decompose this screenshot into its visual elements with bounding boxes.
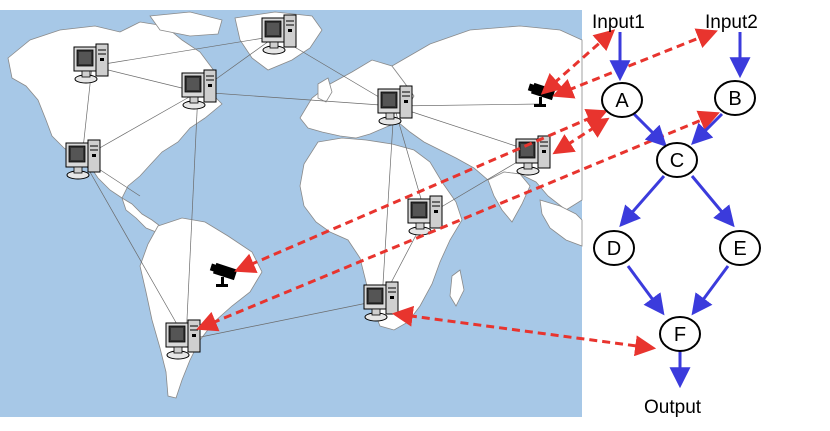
mapping-arrows	[196, 28, 720, 357]
node-label: F	[674, 324, 686, 346]
mapping-arrow	[196, 110, 720, 332]
graph-edge	[690, 175, 735, 228]
graph-edge	[626, 265, 665, 316]
graph-node-d: D	[593, 230, 635, 266]
graph-node-f: F	[659, 316, 701, 352]
graph-edge	[691, 265, 730, 316]
mapping-arrow	[552, 117, 610, 155]
input2-label: Input2	[705, 12, 758, 33]
mapping-arrow	[391, 305, 657, 357]
landmass-arctic-islands	[149, 11, 223, 37]
node-label: C	[670, 150, 684, 172]
task-graph: Input1 Input2 Output A B C D E F	[592, 12, 761, 418]
landmass-uk	[317, 77, 333, 103]
node-label: B	[728, 88, 741, 110]
node-label: E	[733, 238, 746, 260]
graph-node-a: A	[601, 82, 643, 118]
graph-edge	[632, 112, 667, 147]
graph-edges	[609, 32, 751, 389]
graph-node-b: B	[714, 80, 756, 116]
mapping-arrow	[552, 28, 718, 99]
graph-edge	[619, 175, 666, 228]
node-label: A	[615, 90, 629, 112]
input1-label: Input1	[592, 12, 645, 33]
graph-edge	[691, 112, 724, 145]
graph-node-e: E	[719, 230, 761, 266]
world-map	[0, 10, 583, 417]
output-label: Output	[644, 397, 702, 418]
node-label: D	[607, 238, 621, 260]
landmass-north-america	[7, 21, 223, 199]
graph-node-c: C	[656, 142, 698, 178]
